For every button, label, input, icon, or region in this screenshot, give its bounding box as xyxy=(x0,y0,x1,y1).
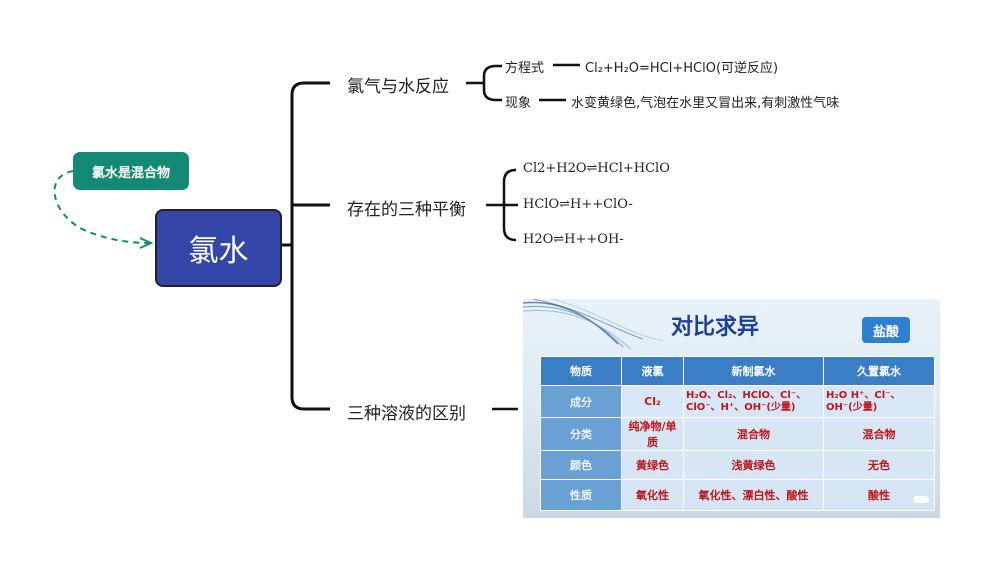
row-label: 分类 xyxy=(540,417,622,451)
reaction-equation-detail: Cl₂+H₂O=HCl+HClO(可逆反应) xyxy=(585,61,779,76)
slide-indicator xyxy=(913,496,929,503)
header-liquid-chlorine: 液氯 xyxy=(621,356,684,386)
table-cell: 黄绿色 xyxy=(621,450,684,480)
comparison-title: 对比求异 xyxy=(671,315,760,340)
reaction-equation-label: 方程式 xyxy=(505,61,545,76)
header-substance: 物质 xyxy=(540,356,622,386)
branch-difference-label: 三种溶液的区别 xyxy=(347,404,466,424)
table-cell: 酸性 xyxy=(823,479,935,511)
wave-decoration xyxy=(523,299,664,350)
table-cell: Cl₂ xyxy=(621,385,684,418)
reaction-phenomenon-detail: 水变黄绿色,气泡在水里又冒出来,有刺激性气味 xyxy=(571,96,840,111)
table-row: 颜色 黄绿色 浅黄绿色 无色 xyxy=(540,450,935,480)
table-cell: 浅黄绿色 xyxy=(683,450,824,480)
equilibrium-1: Cl2+H2O⇌HCl+HClO xyxy=(523,161,670,176)
table-cell: 纯净物/单质 xyxy=(621,417,684,451)
header-aged-chlorine-water: 久置氯水 xyxy=(823,356,935,386)
equilibrium-3: H2O⇌H++OH- xyxy=(523,232,624,247)
table-row: 性质 氧化性 氧化性、漂白性、酸性 酸性 xyxy=(540,479,935,511)
table-cell: 混合物 xyxy=(823,417,935,451)
table-row: 成分 Cl₂ H₂O、Cl₂、HClO、Cl⁻、ClO⁻、H⁺、OH⁻(少量) … xyxy=(540,385,935,418)
row-label: 性质 xyxy=(540,479,622,511)
table-cell: 氧化性、漂白性、酸性 xyxy=(683,479,824,511)
root-node-chlorine-water: 氯水 xyxy=(155,209,282,287)
equilibrium-2: HClO⇌H++ClO- xyxy=(523,197,633,212)
table-row: 分类 纯净物/单质 混合物 混合物 xyxy=(540,417,935,451)
row-label: 颜色 xyxy=(540,450,622,480)
header-fresh-chlorine-water: 新制氯水 xyxy=(683,356,824,386)
table-cell: 无色 xyxy=(823,450,935,480)
table-cell: 混合物 xyxy=(683,417,824,451)
row-label: 成分 xyxy=(540,385,622,418)
table-cell: H₂O、Cl₂、HClO、Cl⁻、ClO⁻、H⁺、OH⁻(少量) xyxy=(683,385,824,418)
callout-mixture: 氯水是混合物 xyxy=(73,152,189,190)
comparison-table: 物质 液氯 新制氯水 久置氯水 成分 Cl₂ H₂O、Cl₂、HClO、Cl⁻、… xyxy=(540,356,935,511)
branch-equilibria-label: 存在的三种平衡 xyxy=(347,200,466,220)
hydrochloric-acid-badge: 盐酸 xyxy=(860,315,912,345)
branch-reaction-label: 氯气与水反应 xyxy=(347,77,449,97)
table-cell: H₂O H⁺、Cl⁻、OH⁻(少量) xyxy=(823,385,935,418)
table-cell: 氧化性 xyxy=(621,479,684,511)
reaction-phenomenon-label: 现象 xyxy=(505,96,532,111)
comparison-slide: 对比求异 盐酸 物质 液氯 新制氯水 久置氯水 成分 Cl₂ H₂O、Cl₂、H… xyxy=(523,299,940,518)
